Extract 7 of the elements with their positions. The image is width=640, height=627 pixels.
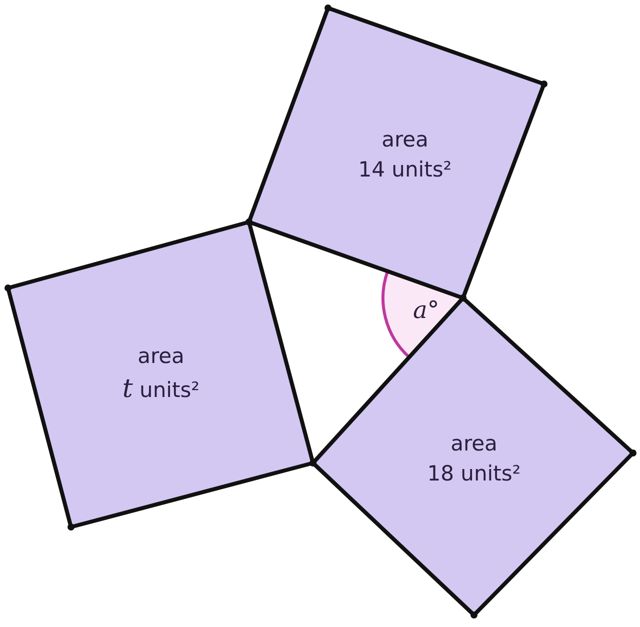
area-label: 14 units²	[358, 157, 452, 184]
area-label: 18 units²	[427, 461, 521, 488]
area-label: t units²	[122, 373, 200, 406]
area-label: area	[136, 342, 186, 370]
area-label: area	[380, 126, 430, 154]
angle-label: a°	[413, 296, 440, 324]
area-label: area	[450, 430, 498, 458]
